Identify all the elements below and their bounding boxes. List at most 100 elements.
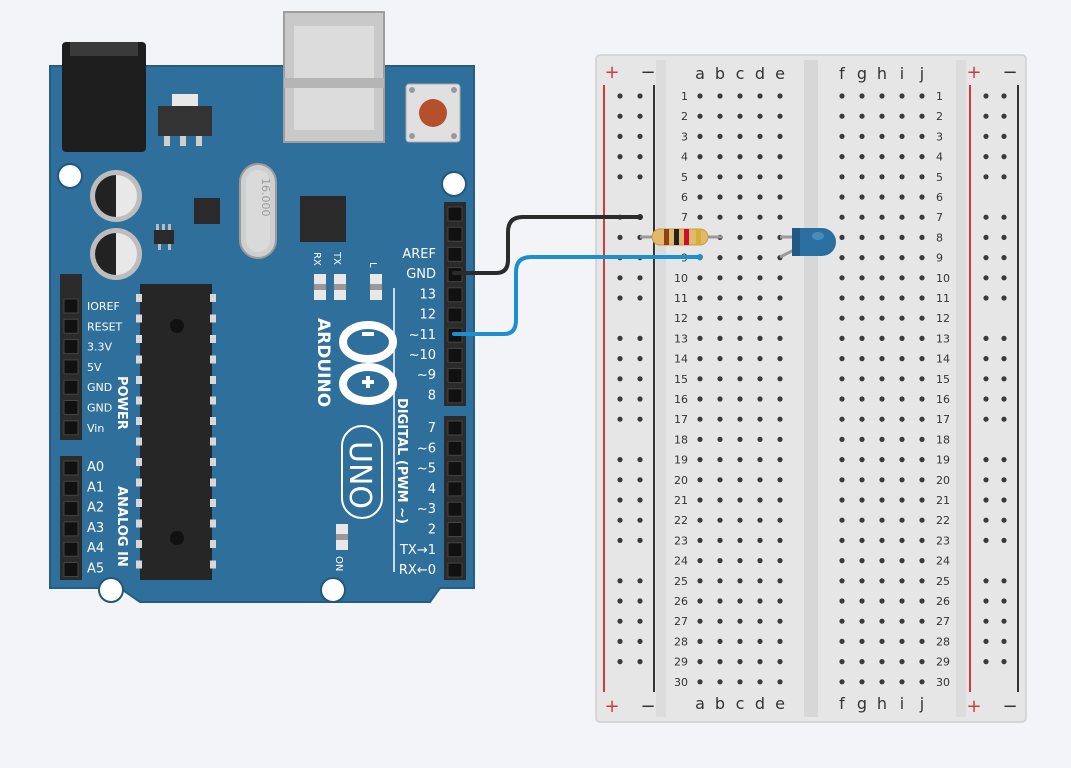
breadboard-hole[interactable] xyxy=(899,93,905,99)
rail-hole[interactable] xyxy=(983,638,989,645)
rail-hole[interactable] xyxy=(983,618,989,624)
rail-hole[interactable] xyxy=(1001,537,1007,544)
rail-hole[interactable] xyxy=(983,154,989,160)
breadboard-hole[interactable] xyxy=(899,578,905,584)
breadboard-hole[interactable] xyxy=(879,376,885,382)
breadboard-hole[interactable] xyxy=(717,133,723,139)
header-pin-socket[interactable] xyxy=(447,206,463,222)
breadboard-hole[interactable] xyxy=(777,295,783,301)
rail-hole[interactable] xyxy=(637,295,643,301)
breadboard-hole[interactable] xyxy=(859,194,865,200)
rail-hole[interactable] xyxy=(617,295,623,301)
breadboard-hole[interactable] xyxy=(859,618,865,624)
header-pin-socket[interactable] xyxy=(63,298,79,314)
breadboard-hole[interactable] xyxy=(919,679,925,685)
breadboard-hole[interactable] xyxy=(919,537,925,544)
breadboard-hole[interactable] xyxy=(777,558,783,564)
rail-hole[interactable] xyxy=(1001,376,1007,382)
breadboard-hole[interactable] xyxy=(697,174,703,180)
breadboard-hole[interactable] xyxy=(717,335,723,341)
breadboard-hole[interactable] xyxy=(737,457,743,463)
breadboard-hole[interactable] xyxy=(717,477,723,483)
breadboard-hole[interactable] xyxy=(717,558,723,564)
header-pin-socket[interactable] xyxy=(447,347,463,363)
breadboard-hole[interactable] xyxy=(859,497,865,503)
rail-hole[interactable] xyxy=(617,154,623,160)
breadboard-hole[interactable] xyxy=(879,517,885,523)
breadboard-hole[interactable] xyxy=(839,194,845,200)
rail-hole[interactable] xyxy=(617,376,623,382)
breadboard-hole[interactable] xyxy=(879,396,885,402)
breadboard-hole[interactable] xyxy=(697,457,703,463)
breadboard-hole[interactable] xyxy=(899,174,905,180)
rail-hole[interactable] xyxy=(983,396,989,402)
breadboard-hole[interactable] xyxy=(717,174,723,180)
breadboard-hole[interactable] xyxy=(697,578,703,584)
breadboard-hole[interactable] xyxy=(899,315,905,321)
rail-hole[interactable] xyxy=(1001,335,1007,341)
rail-hole[interactable] xyxy=(983,133,989,139)
breadboard-hole[interactable] xyxy=(859,558,865,564)
rail-hole[interactable] xyxy=(983,356,989,362)
breadboard-hole[interactable] xyxy=(757,93,763,99)
breadboard-hole[interactable] xyxy=(919,194,925,200)
breadboard-hole[interactable] xyxy=(697,396,703,402)
breadboard-hole[interactable] xyxy=(899,335,905,341)
rail-hole[interactable] xyxy=(617,537,623,544)
rail-hole[interactable] xyxy=(983,376,989,382)
breadboard-hole[interactable] xyxy=(919,255,925,261)
rail-hole[interactable] xyxy=(983,497,989,503)
header-pin-socket[interactable] xyxy=(447,368,463,384)
breadboard-hole[interactable] xyxy=(737,436,743,442)
breadboard-hole[interactable] xyxy=(757,679,763,685)
breadboard-hole[interactable] xyxy=(879,356,885,362)
breadboard-hole[interactable] xyxy=(717,638,723,645)
breadboard-hole[interactable] xyxy=(879,477,885,483)
breadboard-hole[interactable] xyxy=(899,255,905,261)
rail-hole[interactable] xyxy=(1001,638,1007,645)
breadboard-hole[interactable] xyxy=(777,335,783,341)
signal-wire[interactable] xyxy=(452,255,702,336)
breadboard-hole[interactable] xyxy=(879,255,885,261)
breadboard-hole[interactable] xyxy=(757,436,763,442)
breadboard-hole[interactable] xyxy=(839,477,845,483)
rail-hole[interactable] xyxy=(1001,477,1007,483)
header-pin-socket[interactable] xyxy=(447,287,463,303)
breadboard-hole[interactable] xyxy=(717,659,723,665)
rail-hole[interactable] xyxy=(1001,234,1007,240)
rail-hole[interactable] xyxy=(983,295,989,301)
rail-hole[interactable] xyxy=(617,517,623,523)
breadboard-hole[interactable] xyxy=(757,659,763,665)
breadboard-hole[interactable] xyxy=(839,255,845,261)
breadboard-hole[interactable] xyxy=(737,517,743,523)
breadboard-hole[interactable] xyxy=(777,416,783,422)
breadboard-hole[interactable] xyxy=(879,618,885,624)
rail-hole[interactable] xyxy=(983,335,989,341)
breadboard-hole[interactable] xyxy=(697,295,703,301)
breadboard-hole[interactable] xyxy=(839,638,845,645)
breadboard-hole[interactable] xyxy=(919,315,925,321)
breadboard-hole[interactable] xyxy=(717,578,723,584)
breadboard-hole[interactable] xyxy=(919,154,925,160)
rail-hole[interactable] xyxy=(637,356,643,362)
breadboard-hole[interactable] xyxy=(737,679,743,685)
rail-hole[interactable] xyxy=(617,457,623,463)
rail-hole[interactable] xyxy=(1001,356,1007,362)
breadboard-hole[interactable] xyxy=(757,133,763,139)
breadboard-hole[interactable] xyxy=(777,436,783,442)
breadboard-hole[interactable] xyxy=(859,598,865,604)
breadboard-hole[interactable] xyxy=(717,356,723,362)
header-pin-socket[interactable] xyxy=(447,562,463,578)
rail-hole[interactable] xyxy=(1001,598,1007,604)
rail-hole[interactable] xyxy=(1001,618,1007,624)
rail-hole[interactable] xyxy=(1001,578,1007,584)
rail-hole[interactable] xyxy=(983,255,989,261)
breadboard-hole[interactable] xyxy=(697,436,703,442)
breadboard-hole[interactable] xyxy=(839,436,845,442)
breadboard-hole[interactable] xyxy=(859,396,865,402)
breadboard-hole[interactable] xyxy=(717,679,723,685)
breadboard-hole[interactable] xyxy=(919,133,925,139)
rail-hole[interactable] xyxy=(1001,396,1007,402)
rail-hole[interactable] xyxy=(617,133,623,139)
breadboard-hole[interactable] xyxy=(777,578,783,584)
